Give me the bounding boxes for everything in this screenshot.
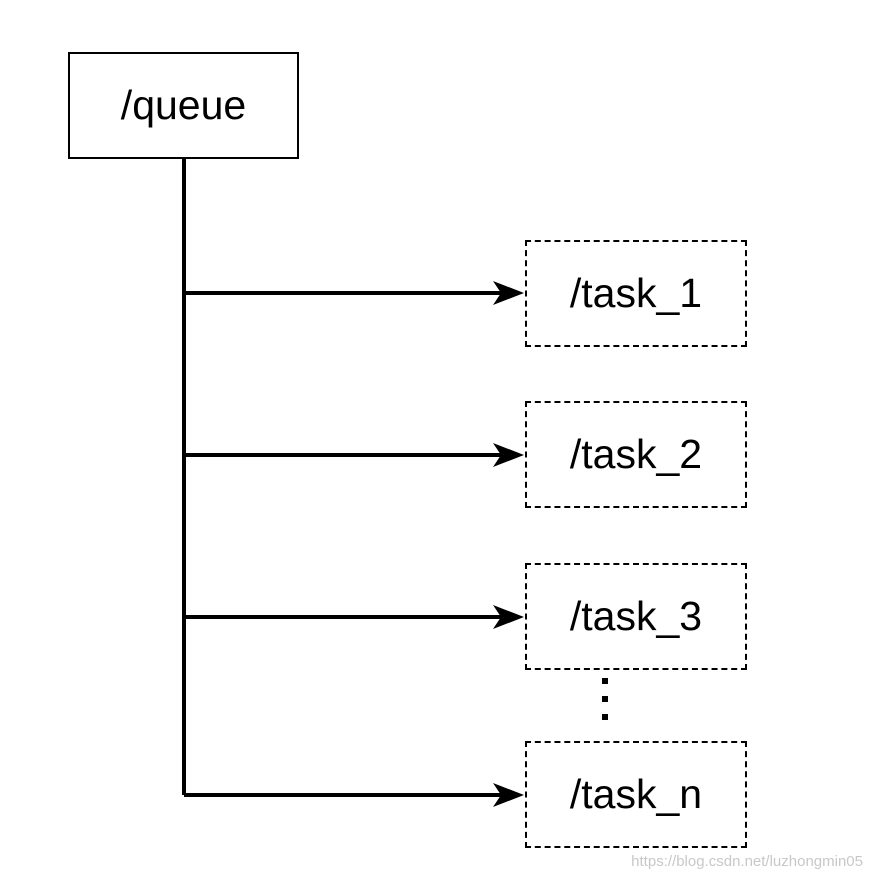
task-node-n: /task_n [525, 741, 747, 848]
arrowhead-task-n [493, 783, 524, 807]
queue-node-label: /queue [120, 82, 247, 128]
queue-node: /queue [68, 52, 299, 159]
task-node-label: /task_1 [569, 270, 703, 316]
arrowhead-task-3 [493, 605, 524, 629]
task-node-label: /task_3 [569, 593, 703, 639]
task-node-3: /task_3 [525, 563, 747, 670]
task-node-label: /task_2 [569, 431, 703, 477]
arrowhead-task-2 [493, 443, 524, 467]
task-node-1: /task_1 [525, 240, 747, 347]
task-node-2: /task_2 [525, 401, 747, 508]
arrowhead-task-1 [493, 281, 524, 305]
ellipsis-dots [602, 678, 608, 720]
task-node-label: /task_n [569, 771, 703, 817]
watermark: https://blog.csdn.net/luzhongmin05 [631, 853, 863, 870]
